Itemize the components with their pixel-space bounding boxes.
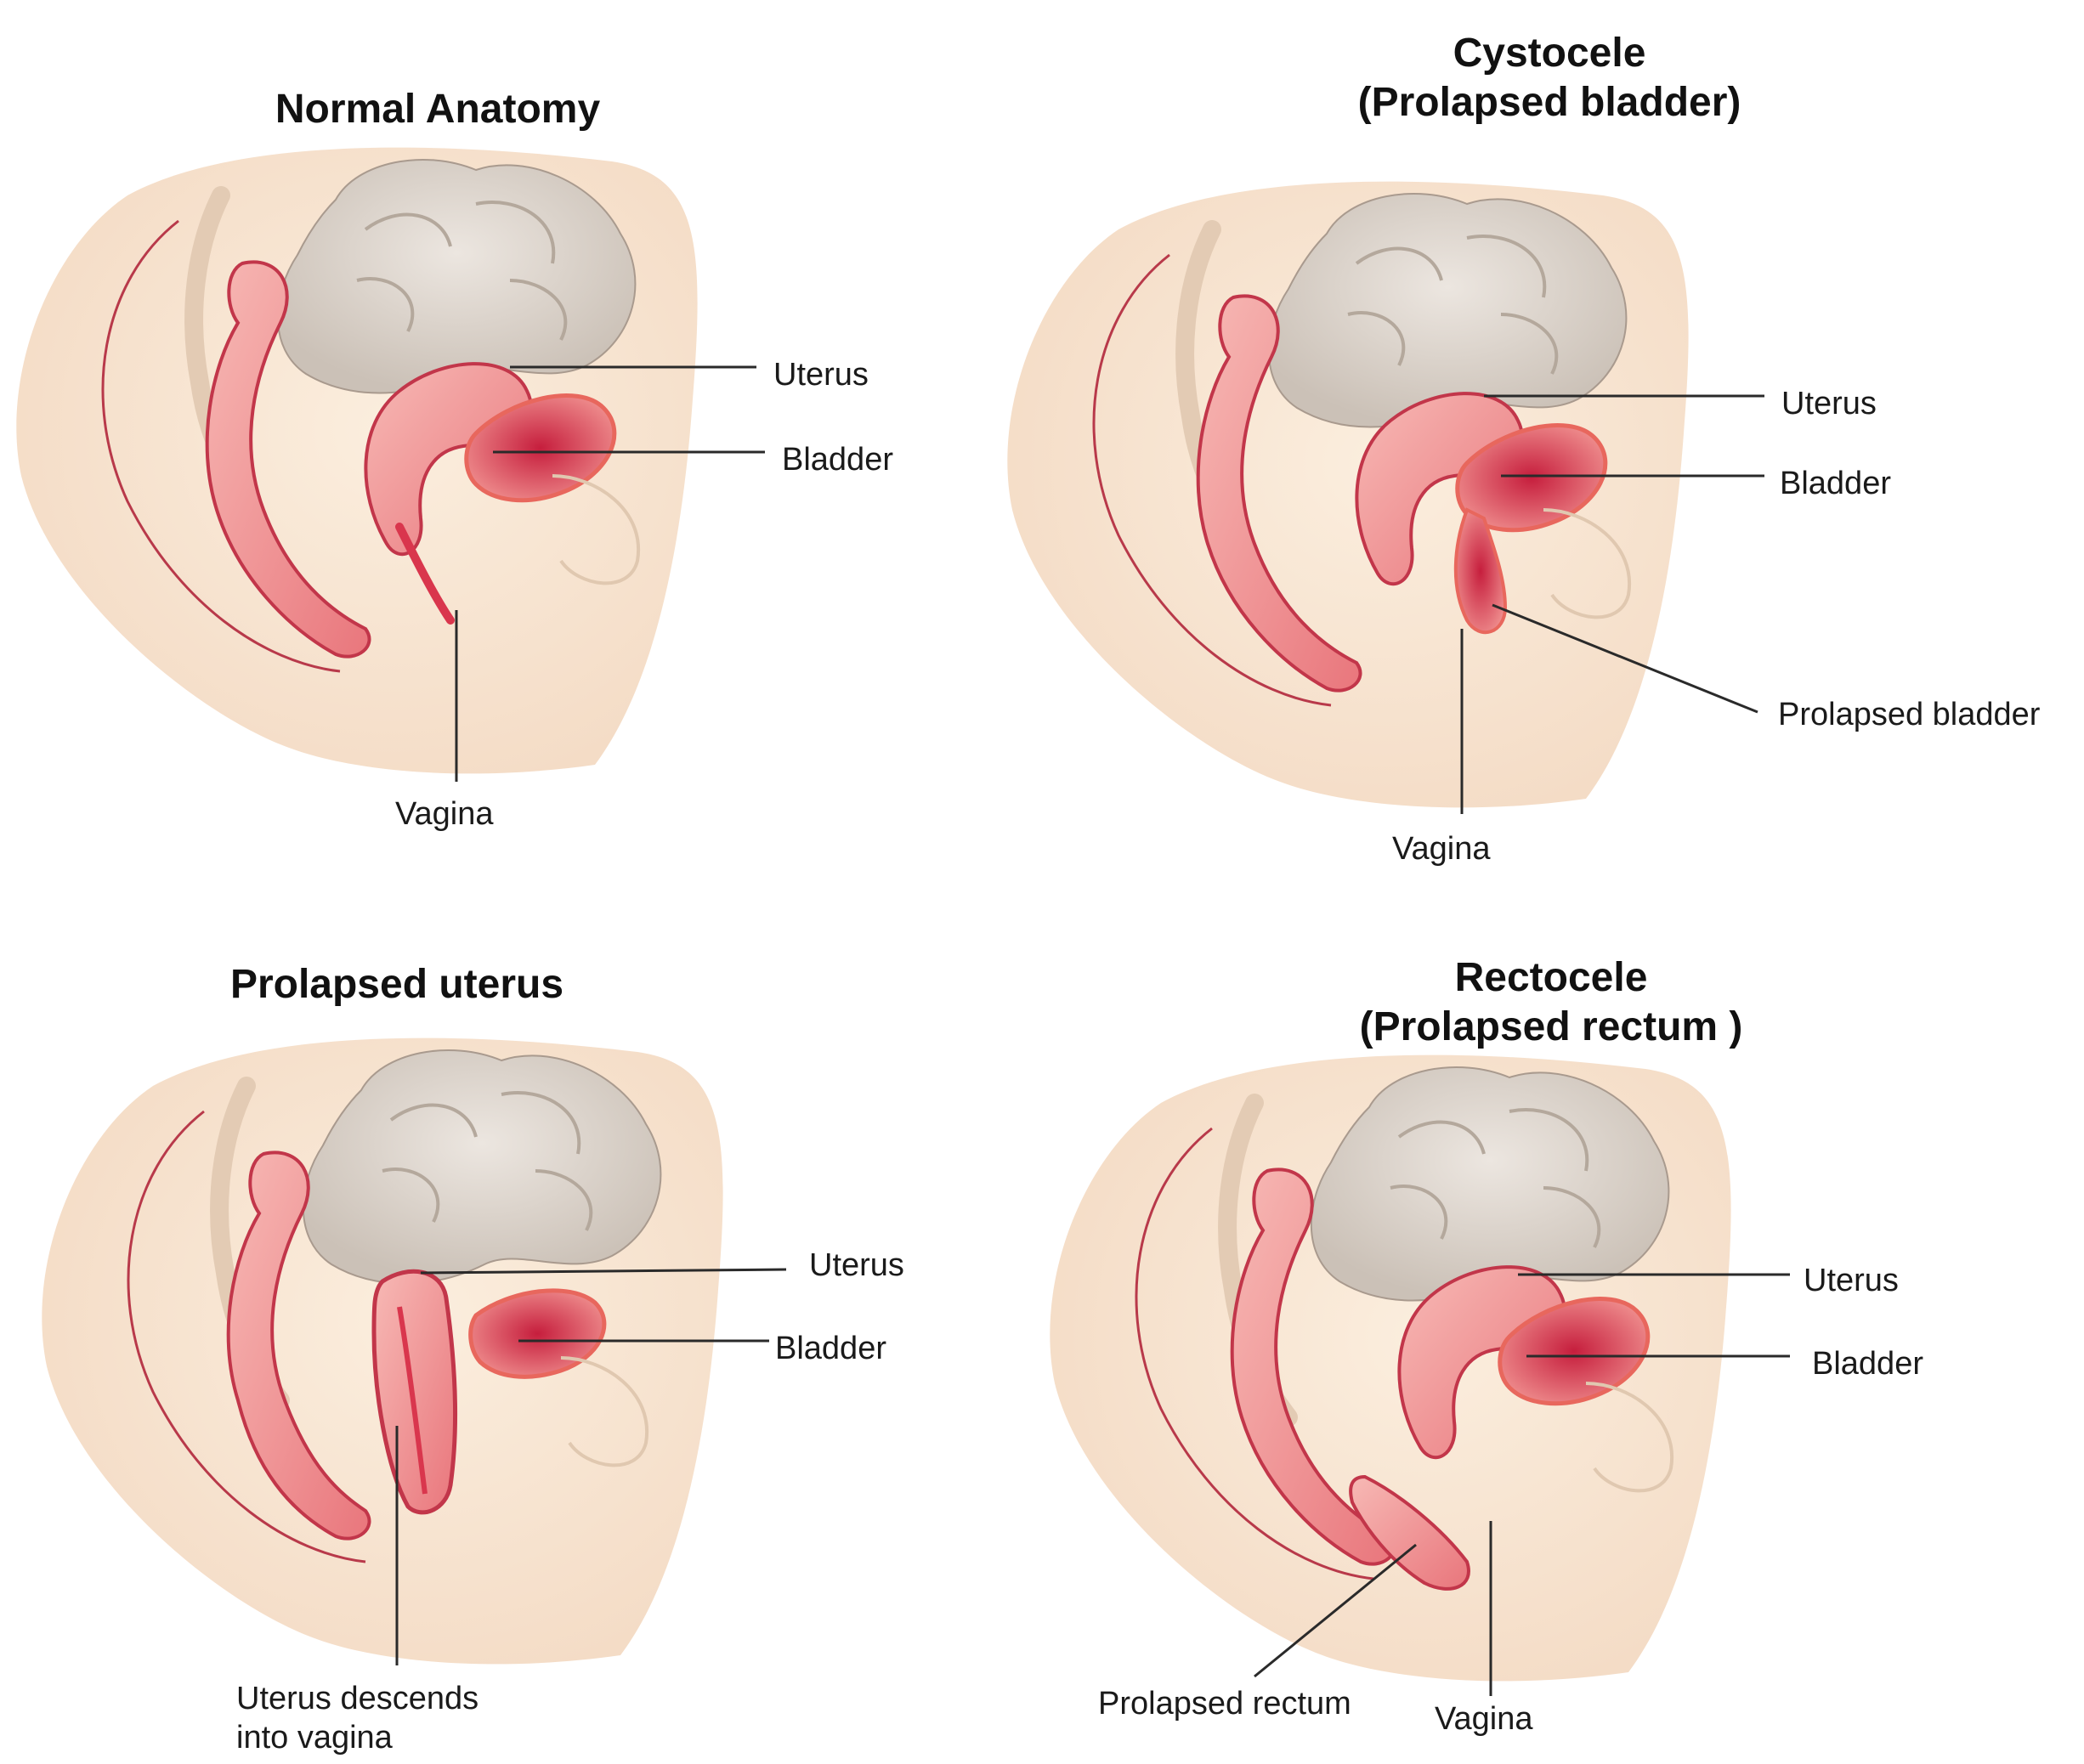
pubic-bone [1585, 1382, 1674, 1493]
prolapsed-rectum-leader-line [1254, 1543, 1417, 1678]
body-outline-back [101, 219, 341, 673]
pubic-bone [552, 474, 641, 585]
body-outline-back [1092, 253, 1332, 707]
uterus-descended [371, 1269, 457, 1515]
uterus-label: Uterus [773, 357, 869, 393]
uterus-label: Uterus [1781, 386, 1877, 421]
body-outline-back [127, 1110, 366, 1563]
intestines [1310, 1066, 1670, 1302]
panel-title-line: Normal Anatomy [275, 87, 601, 132]
panel-title: Cystocele (Prolapsed bladder) [1028, 29, 2070, 127]
panel-title-line: Rectocele [1454, 955, 1648, 1000]
vagina-label: Vagina [395, 796, 494, 832]
panel-title: Prolapsed uterus [0, 960, 918, 1009]
bladder-label: Bladder [775, 1331, 886, 1366]
panel-title-line: Cystocele [1453, 31, 1646, 76]
pubic-bone [1543, 508, 1632, 619]
normal-anatomy-illustration [16, 147, 765, 782]
panel-subtitle-line: (Prolapsed rectum ) [1359, 1004, 1743, 1049]
prolapsed-rectum-bulge [1349, 1474, 1470, 1591]
bladder [1455, 423, 1608, 533]
panel-title: Normal Anatomy [0, 85, 959, 134]
prolapsed-bladder-leader-line [1492, 603, 1758, 714]
panel-title-line: Prolapsed uterus [229, 962, 564, 1007]
rectum [1230, 1168, 1396, 1566]
vagina-label: Vagina [1392, 831, 1491, 867]
uterus-label: Uterus [809, 1247, 904, 1283]
panel-subtitle-line: (Prolapsed bladder) [1357, 80, 1741, 125]
panel-rectocele: Rectocele (Prolapsed rectum ) Uterus Bla… [1042, 882, 2084, 1764]
intestine-folds [1390, 1108, 1601, 1248]
intestine-folds [382, 1091, 593, 1231]
rectocele-illustration [1050, 1054, 1790, 1696]
uterus-descends-label-line-1: Uterus descends [236, 1681, 479, 1716]
prolapsed-rectum-label: Prolapsed rectum [1098, 1686, 1351, 1722]
rectum [1196, 294, 1362, 693]
bladder-label: Bladder [782, 442, 893, 478]
vagina-label: Vagina [1435, 1701, 1533, 1737]
pubic-bone [560, 1356, 649, 1467]
uterus [1355, 392, 1524, 586]
bladder [468, 1288, 607, 1379]
intestine-folds [356, 201, 568, 341]
bladder [1498, 1297, 1651, 1406]
uterus-descends-label-line-2: into vagina [236, 1720, 393, 1756]
panel-normal-anatomy: Normal Anatomy Uterus Bladder Vagina [0, 0, 1042, 882]
cystocele-illustration [1007, 181, 1764, 814]
panel-prolapsed-uterus: Prolapsed uterus Uterus Bladder Uterus d… [0, 882, 1042, 1764]
body-outline-back [1135, 1127, 1374, 1580]
uterus-inner [397, 1306, 428, 1495]
intestine-folds [1347, 235, 1559, 375]
uterus [364, 362, 533, 557]
prolapsed-bladder-label: Prolapsed bladder [1778, 697, 2041, 732]
prolapsed-bladder-bulge [1453, 507, 1508, 635]
uterus-label: Uterus [1804, 1263, 1899, 1298]
uterus-descends-label: Uterus descends into vagina [236, 1679, 479, 1757]
rectum [226, 1151, 371, 1541]
prolapsed-uterus-illustration [42, 1037, 787, 1665]
bladder-label: Bladder [1780, 466, 1891, 501]
bladder-label: Bladder [1812, 1346, 1923, 1382]
rectum [205, 260, 371, 659]
uterus [1397, 1265, 1566, 1460]
uterus-leader-line [420, 1268, 787, 1275]
panel-title: Rectocele (Prolapsed rectum ) [1030, 953, 2072, 1052]
panel-cystocele: Cystocele (Prolapsed bladder) Uterus Bla… [1007, 0, 2084, 882]
vagina [395, 523, 455, 625]
